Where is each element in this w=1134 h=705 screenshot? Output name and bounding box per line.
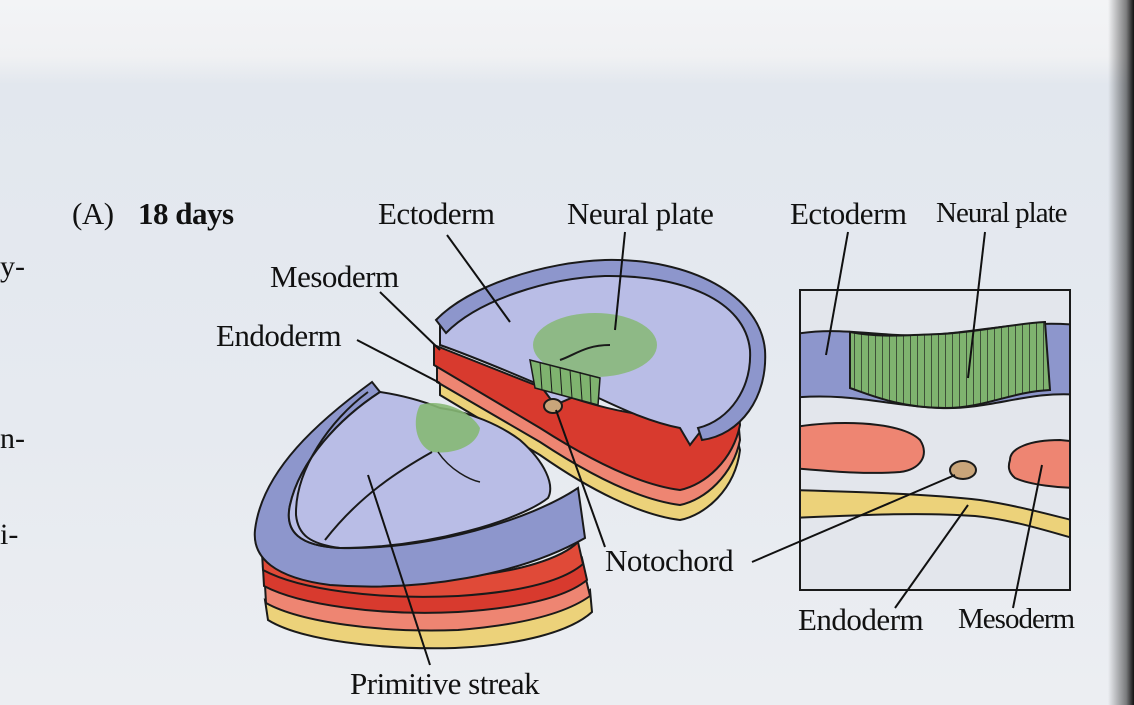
embryo-neural-plate-label: Neural plate (567, 198, 713, 229)
embryo-ectoderm-label: Ectoderm (378, 198, 495, 229)
embryo-illustration (0, 0, 800, 705)
notochord-marker (544, 399, 562, 413)
embryo-endoderm-label: Endoderm (216, 320, 341, 351)
section-neural-plate-label: Neural plate (936, 199, 1067, 228)
embryo-notochord-label: Notochord (605, 545, 733, 576)
section-endoderm-label: Endoderm (798, 604, 923, 635)
embryo-mesoderm-label: Mesoderm (270, 261, 399, 292)
page-edge-shadow (1108, 0, 1134, 705)
section-ectoderm-label: Ectoderm (790, 198, 907, 229)
embryo-primitive-streak-label: Primitive streak (350, 668, 539, 699)
section-mesoderm-label: Mesoderm (958, 605, 1074, 634)
